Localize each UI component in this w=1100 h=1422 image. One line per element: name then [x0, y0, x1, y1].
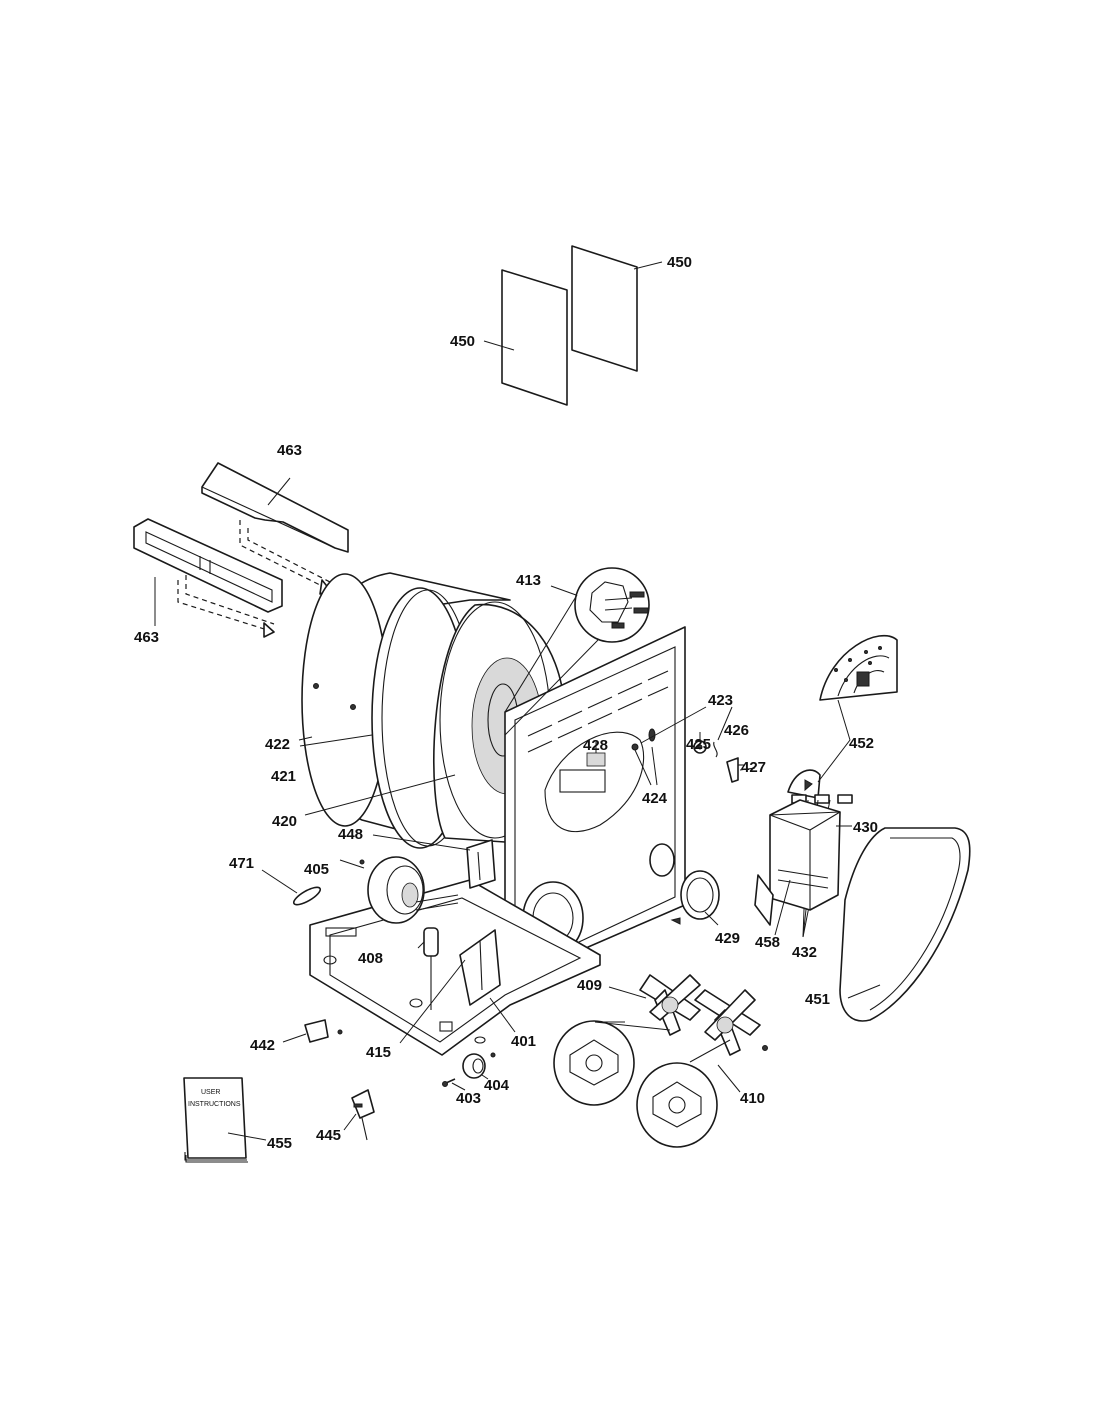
callout-458: 458 — [755, 934, 780, 951]
duct-frame-463 — [133, 518, 283, 626]
callout-450-front: 450 — [450, 333, 475, 350]
callout-428: 428 — [583, 737, 608, 754]
switch-428 — [586, 742, 606, 767]
knob-425 — [693, 732, 707, 754]
vent-slots — [527, 670, 669, 753]
callout-426: 426 — [724, 722, 749, 739]
callout-413: 413 — [516, 572, 541, 589]
callout-425: 425 — [686, 736, 711, 753]
gasket-429 — [680, 870, 720, 926]
callout-430: 430 — [853, 819, 878, 836]
heater-element-458 — [774, 869, 829, 936]
callout-408: 408 — [358, 950, 383, 967]
callout-429: 429 — [715, 930, 740, 947]
callout-415: 415 — [366, 1044, 391, 1061]
gasket-471 — [261, 869, 322, 906]
callout-423: 423 — [708, 692, 733, 709]
motor-bracket-415 — [399, 929, 501, 1044]
fan-housing-cap — [787, 739, 851, 799]
mains-plug-445 — [343, 1089, 375, 1141]
callout-471: 471 — [229, 855, 254, 872]
clip-426 — [713, 706, 733, 758]
callout-409: 409 — [577, 977, 602, 994]
manual-title-line2: INSTRUCTIONS — [188, 1101, 241, 1108]
callout-442: 442 — [250, 1037, 275, 1054]
base-plate-401 — [309, 879, 601, 1056]
callout-427: 427 — [741, 759, 766, 776]
callout-463-cover: 463 — [277, 442, 302, 459]
panel-450-front — [483, 269, 568, 406]
foot-404 — [462, 1052, 496, 1080]
callout-451: 451 — [805, 991, 830, 1008]
callout-405: 405 — [304, 861, 329, 878]
callout-463-frame: 463 — [134, 629, 159, 646]
door-switch-448 — [372, 834, 496, 889]
fan-shroud-452 — [819, 634, 898, 741]
callout-410: 410 — [740, 1090, 765, 1107]
drum-shaft-detail-413 — [504, 567, 650, 736]
callout-452: 452 — [849, 735, 874, 752]
heater-box-430 — [754, 799, 852, 926]
callout-432: 432 — [792, 944, 817, 961]
callout-422: 422 — [265, 736, 290, 753]
callout-450-rear: 450 — [667, 254, 692, 271]
duct-cover-463 — [201, 462, 349, 553]
callout-448: 448 — [338, 826, 363, 843]
callout-403: 403 — [456, 1090, 481, 1107]
callout-labels: 450 450 463 463 413 422 421 420 423 428 … — [134, 254, 878, 1152]
bracket-427 — [726, 757, 756, 783]
suppressor-442 — [282, 1019, 343, 1043]
screw-429 — [670, 917, 681, 925]
callout-404: 404 — [484, 1077, 510, 1094]
callout-445: 445 — [316, 1127, 341, 1144]
capacitor-408 — [417, 927, 439, 1010]
callout-420: 420 — [272, 813, 297, 830]
fan-410 — [636, 989, 768, 1148]
user-manual-455: USER INSTRUCTIONS — [183, 1077, 267, 1163]
manual-title-line1: USER — [201, 1089, 220, 1096]
callout-424: 424 — [642, 790, 668, 807]
screw-403 — [442, 1078, 466, 1091]
callout-421: 421 — [271, 768, 296, 785]
callout-401: 401 — [511, 1033, 536, 1050]
motor-405 — [339, 856, 459, 924]
panel-450-rear — [571, 245, 663, 372]
fan-409 — [553, 974, 701, 1106]
bracket-424 — [631, 743, 658, 786]
fan-housing-451 — [839, 827, 971, 1022]
callout-455: 455 — [267, 1135, 292, 1152]
